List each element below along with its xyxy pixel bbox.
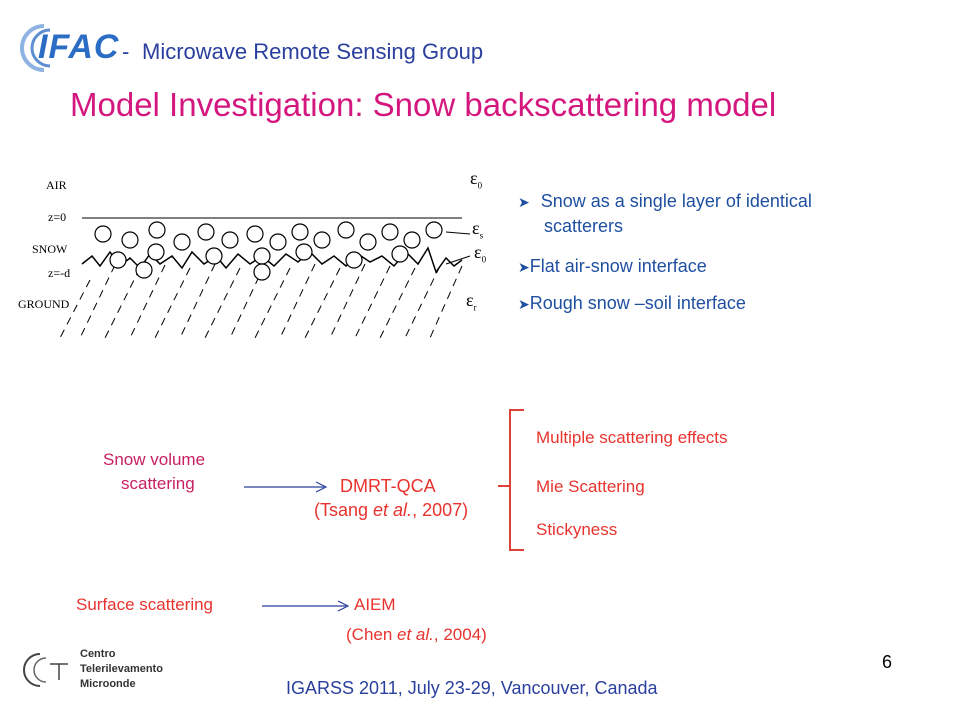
epsilon-symbol: ε <box>474 242 482 262</box>
bullet-text: Snow as a single layer of identical <box>540 191 812 211</box>
epsilon-symbol: ε <box>466 290 474 310</box>
ref-close: , 2007) <box>412 500 469 520</box>
dmrt-model-label: DMRT-QCA <box>340 476 436 496</box>
bullet-2: ➤Flat air-snow interface <box>518 254 707 279</box>
volume-arrow-icon <box>244 481 328 493</box>
ref-close: , 2004) <box>433 625 487 644</box>
bullet-1: ➤ Snow as a single layer of identical <box>518 189 812 214</box>
epsilon-0-top: ε0 <box>470 168 482 191</box>
ifac-logo <box>14 20 124 76</box>
epsilon-s: εs <box>472 218 483 241</box>
bullet-text: Rough snow –soil interface <box>529 293 746 313</box>
snow-layer-diagram <box>0 160 520 340</box>
snow-layer-svg <box>59 217 471 339</box>
label-zd: z=-d <box>48 266 71 280</box>
arrow-bullet-icon: ➤ <box>518 259 530 275</box>
effect-mie-scattering: Mie Scattering <box>536 477 645 496</box>
ifac-logo-icon <box>20 24 51 72</box>
eps-0-leader <box>445 255 471 265</box>
ctm-line2: Telerilevamento <box>80 663 163 675</box>
conference-footer: IGARSS 2011, July 23-29, Vancouver, Cana… <box>286 678 658 698</box>
epsilon-0-mid: ε0 <box>474 242 486 265</box>
epsilon-subscript: 0 <box>477 180 483 191</box>
ctm-logo-icon <box>23 653 68 687</box>
ctm-line3: Microonde <box>80 678 136 690</box>
ifac-logo-text: IFAC <box>38 28 120 66</box>
ref-open: (Chen <box>346 625 398 644</box>
label-ground: GROUND <box>18 297 70 311</box>
effect-multiple-scattering: Multiple scattering effects <box>536 428 728 447</box>
page-title: Model Investigation: Snow backscattering… <box>70 86 777 123</box>
epsilon-subscript: s <box>479 230 484 241</box>
arrow-bullet-icon: ➤ <box>518 296 530 312</box>
snow-volume-label-line2: scattering <box>121 474 195 493</box>
ref-open: (Tsang <box>314 500 374 520</box>
eps-s-leader <box>445 231 471 235</box>
group-name: Microwave Remote Sensing Group <box>142 39 484 64</box>
surface-scattering-label: Surface scattering <box>76 595 214 614</box>
scatterer-particles <box>94 221 443 281</box>
bullet-text: Flat air-snow interface <box>529 256 707 276</box>
snow-volume-label-line1: Snow volume <box>103 450 206 469</box>
epsilon-subscript: r <box>473 302 477 313</box>
page-number: 6 <box>882 652 893 672</box>
ref-etal: et al. <box>397 625 434 644</box>
surface-arrow-icon <box>262 600 350 612</box>
ground-hatching <box>59 263 463 339</box>
group-separator: - <box>122 39 130 64</box>
effects-bracket <box>498 409 524 551</box>
epsilon-symbol: ε <box>470 168 478 188</box>
epsilon-symbol: ε <box>472 218 480 238</box>
aiem-model-label: AIEM <box>354 595 396 614</box>
ref-etal: et al. <box>373 500 413 520</box>
label-snow: SNOW <box>32 242 68 256</box>
epsilon-subscript: 0 <box>481 254 487 265</box>
label-z0: z=0 <box>48 210 67 224</box>
label-air: AIR <box>46 178 67 192</box>
effect-stickyness: Stickyness <box>536 520 618 539</box>
bullet-1-cont: scatterers <box>544 216 624 236</box>
arrow-bullet-icon: ➤ <box>518 194 530 210</box>
tsang-reference: (Tsang et al., 2007) <box>314 500 468 521</box>
bullet-3: ➤Rough snow –soil interface <box>518 291 746 316</box>
ctm-line1: Centro <box>80 648 116 660</box>
chen-reference: (Chen et al., 2004) <box>346 625 487 645</box>
epsilon-r: εr <box>466 290 477 313</box>
